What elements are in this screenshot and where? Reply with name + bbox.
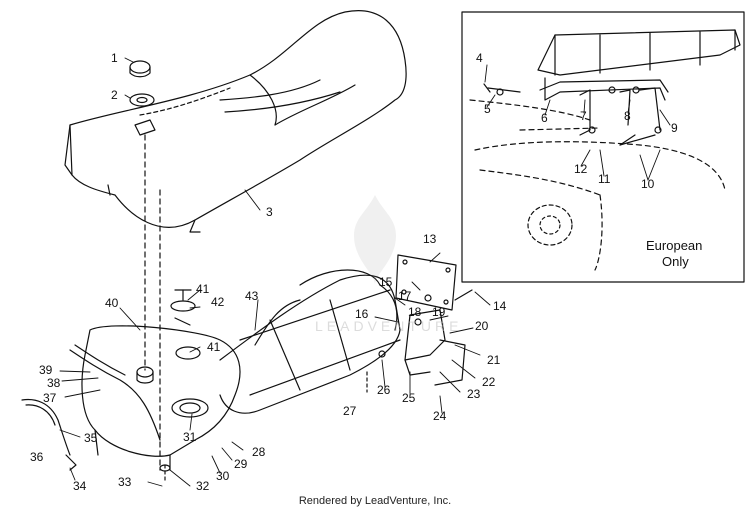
part-number-label: 11 <box>598 172 611 186</box>
part-number-label: 26 <box>377 383 391 397</box>
part-number-label: 43 <box>245 289 259 303</box>
part-number-label: 39 <box>39 363 53 377</box>
part-number-label: 10 <box>641 177 655 191</box>
part-number-label: 13 <box>423 232 437 246</box>
frame <box>219 269 401 414</box>
part-number-label: 17 <box>398 289 412 303</box>
part-number-label: 35 <box>84 431 98 445</box>
leadventure-logo <box>354 195 396 285</box>
part-number-label: 27 <box>343 404 357 418</box>
part-number-label: 41 <box>196 282 210 296</box>
part-number-label: 42 <box>211 295 225 309</box>
part-number-label: 19 <box>432 305 446 319</box>
part-number-label: 12 <box>574 162 588 176</box>
part-number-label: 38 <box>47 376 61 390</box>
part-number-label: 18 <box>408 305 422 319</box>
part-number-label: 22 <box>482 375 496 389</box>
inset-caption-line2: Only <box>662 254 689 269</box>
part-number-label: 31 <box>183 430 197 444</box>
part-number-label: 4 <box>476 51 483 65</box>
fuel-lines <box>21 344 171 481</box>
part-number-label: 30 <box>216 469 230 483</box>
part-number-label: 8 <box>624 109 631 123</box>
part-number-label: 3 <box>266 205 273 219</box>
washer <box>129 93 155 107</box>
inset-caption-line1: European <box>646 238 703 253</box>
part-number-label: 25 <box>402 391 416 405</box>
part-number-label: 23 <box>467 387 481 401</box>
part-number-label: 33 <box>118 475 132 489</box>
part-number-label: 32 <box>196 479 210 493</box>
part-number-label: 7 <box>580 109 587 123</box>
part-number-label: 24 <box>433 409 447 423</box>
part-number-label: 40 <box>105 296 119 310</box>
part-number-label: 16 <box>355 307 369 321</box>
watermark-text: LEADVENTURE <box>315 318 463 334</box>
part-number-label: 6 <box>541 111 548 125</box>
part-number-label: 41 <box>207 340 221 354</box>
part-number-label: 20 <box>475 319 489 333</box>
part-number-label: 1 <box>111 51 118 65</box>
part-number-label: 37 <box>43 391 57 405</box>
part-number-label: 2 <box>111 88 118 102</box>
part-number-label: 36 <box>30 450 44 464</box>
part-number-label: 14 <box>493 299 507 313</box>
part-number-label: 15 <box>379 275 393 289</box>
part-number-label: 9 <box>671 121 678 135</box>
fuel-sender <box>170 289 196 326</box>
inset-box <box>461 11 745 283</box>
seat <box>64 10 407 233</box>
part-number-label: 28 <box>252 445 266 459</box>
part-number-label: 5 <box>484 102 491 116</box>
footer-credit: Rendered by LeadVenture, Inc. <box>298 495 452 507</box>
part-number-label: 29 <box>234 457 248 471</box>
leader-lines <box>59 57 491 487</box>
part-number-label: 34 <box>73 479 87 493</box>
fuel-cap <box>129 60 151 78</box>
part-number-label: 21 <box>487 353 501 367</box>
fuel-tank <box>81 325 241 471</box>
license-plate <box>395 254 457 311</box>
